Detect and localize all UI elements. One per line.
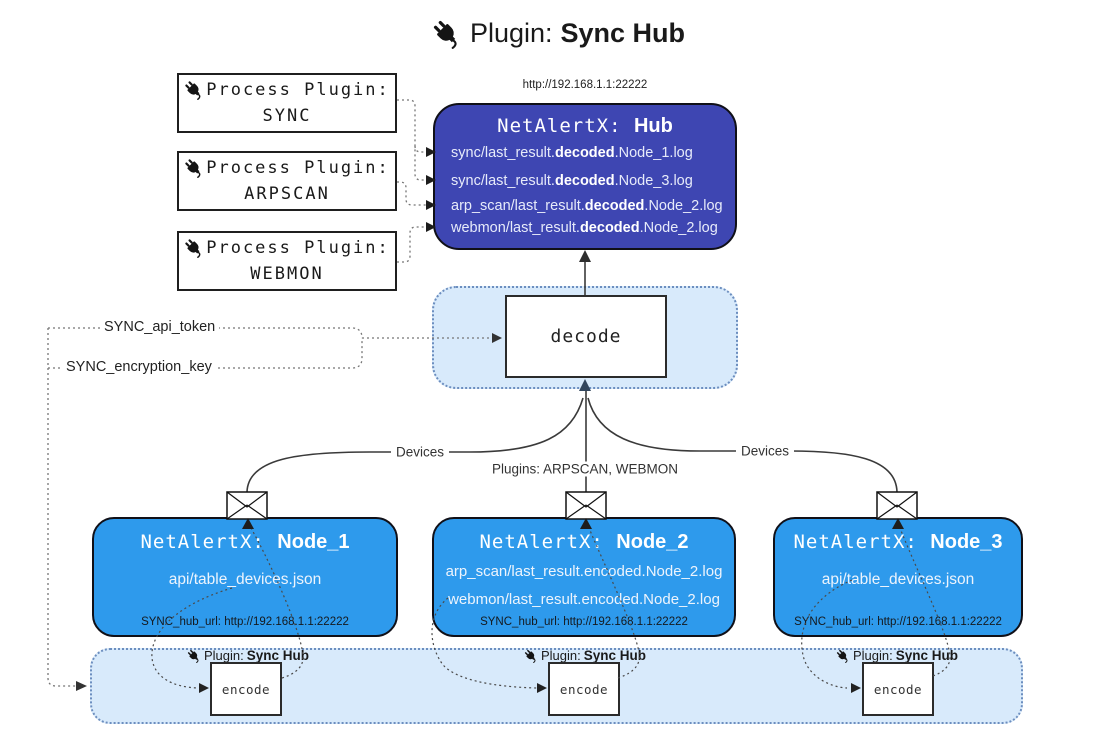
page-title: Plugin: Sync Hub xyxy=(0,18,1117,49)
plug-icon xyxy=(187,649,201,663)
plug-icon xyxy=(836,649,850,663)
process-plugin-name: ARPSCAN xyxy=(244,184,330,204)
hub-log-line: webmon/last_result.decoded.Node_2.log xyxy=(451,220,718,236)
plug-icon xyxy=(524,649,538,663)
process-plugin-label: Process Plugin: xyxy=(206,237,390,258)
node-file: arp_scan/last_result.encoded.Node_2.log xyxy=(445,563,723,580)
hub-title-name: Hub xyxy=(633,115,673,137)
page-title-name: Sync Hub xyxy=(560,18,686,48)
process-plugin-name: SYNC xyxy=(262,106,312,126)
encode-box-3: encode xyxy=(862,662,934,716)
node-hub-url: SYNC_hub_url: http://192.168.1.1:22222 xyxy=(141,616,349,628)
node-hub-url: SYNC_hub_url: http://192.168.1.1:22222 xyxy=(480,616,688,628)
hub-url: http://192.168.1.1:22222 xyxy=(522,79,648,91)
process-plugin-sync: Process Plugin: SYNC xyxy=(177,73,397,133)
process-plugin-webmon: Process Plugin: WEBMON xyxy=(177,231,397,291)
hub-log-line: sync/last_result.decoded.Node_1.log xyxy=(451,145,693,161)
node-1-box: NetAlertX: Node_1 api/table_devices.json… xyxy=(92,517,398,637)
node-title: NetAlertX: Node_3 xyxy=(793,531,1003,553)
encode-box-2: encode xyxy=(548,662,620,716)
process-plugin-label: Process Plugin: xyxy=(206,79,390,100)
encoder-label-3: Plugin:Sync Hub xyxy=(836,648,958,663)
encode-box-1: encode xyxy=(210,662,282,716)
plug-icon xyxy=(432,19,462,49)
hub-title: NetAlertX: Hub xyxy=(435,115,735,138)
hub-box: NetAlertX: Hub sync/last_result.decoded.… xyxy=(433,103,737,250)
hub-log-line: arp_scan/last_result.decoded.Node_2.log xyxy=(451,198,723,214)
page-title-label: Plugin: xyxy=(469,18,553,48)
decode-box: decode xyxy=(505,295,667,378)
node-title: NetAlertX: Node_1 xyxy=(140,531,350,553)
plug-icon xyxy=(184,158,204,178)
node-file: api/table_devices.json xyxy=(821,571,975,588)
encoder-label-1: Plugin:Sync Hub xyxy=(187,648,309,663)
node-3-box: NetAlertX: Node_3 api/table_devices.json… xyxy=(773,517,1023,637)
process-plugin-arpscan: Process Plugin: ARPSCAN xyxy=(177,151,397,211)
hub-log-line: sync/last_result.decoded.Node_3.log xyxy=(451,173,693,189)
node-file: api/table_devices.json xyxy=(168,571,322,588)
node-title: NetAlertX: Node_2 xyxy=(479,531,689,553)
plug-icon xyxy=(184,80,204,100)
hub-title-label: NetAlertX: xyxy=(497,115,622,137)
process-plugin-label: Process Plugin: xyxy=(206,157,390,178)
process-plugin-name: WEBMON xyxy=(250,264,324,284)
encoder-label-2: Plugin:Sync Hub xyxy=(524,648,646,663)
node-2-box: NetAlertX: Node_2 arp_scan/last_result.e… xyxy=(432,517,736,637)
node-hub-url: SYNC_hub_url: http://192.168.1.1:22222 xyxy=(794,616,1002,628)
node-file: webmon/last_result.encoded.Node_2.log xyxy=(448,591,720,608)
plug-icon xyxy=(184,238,204,258)
